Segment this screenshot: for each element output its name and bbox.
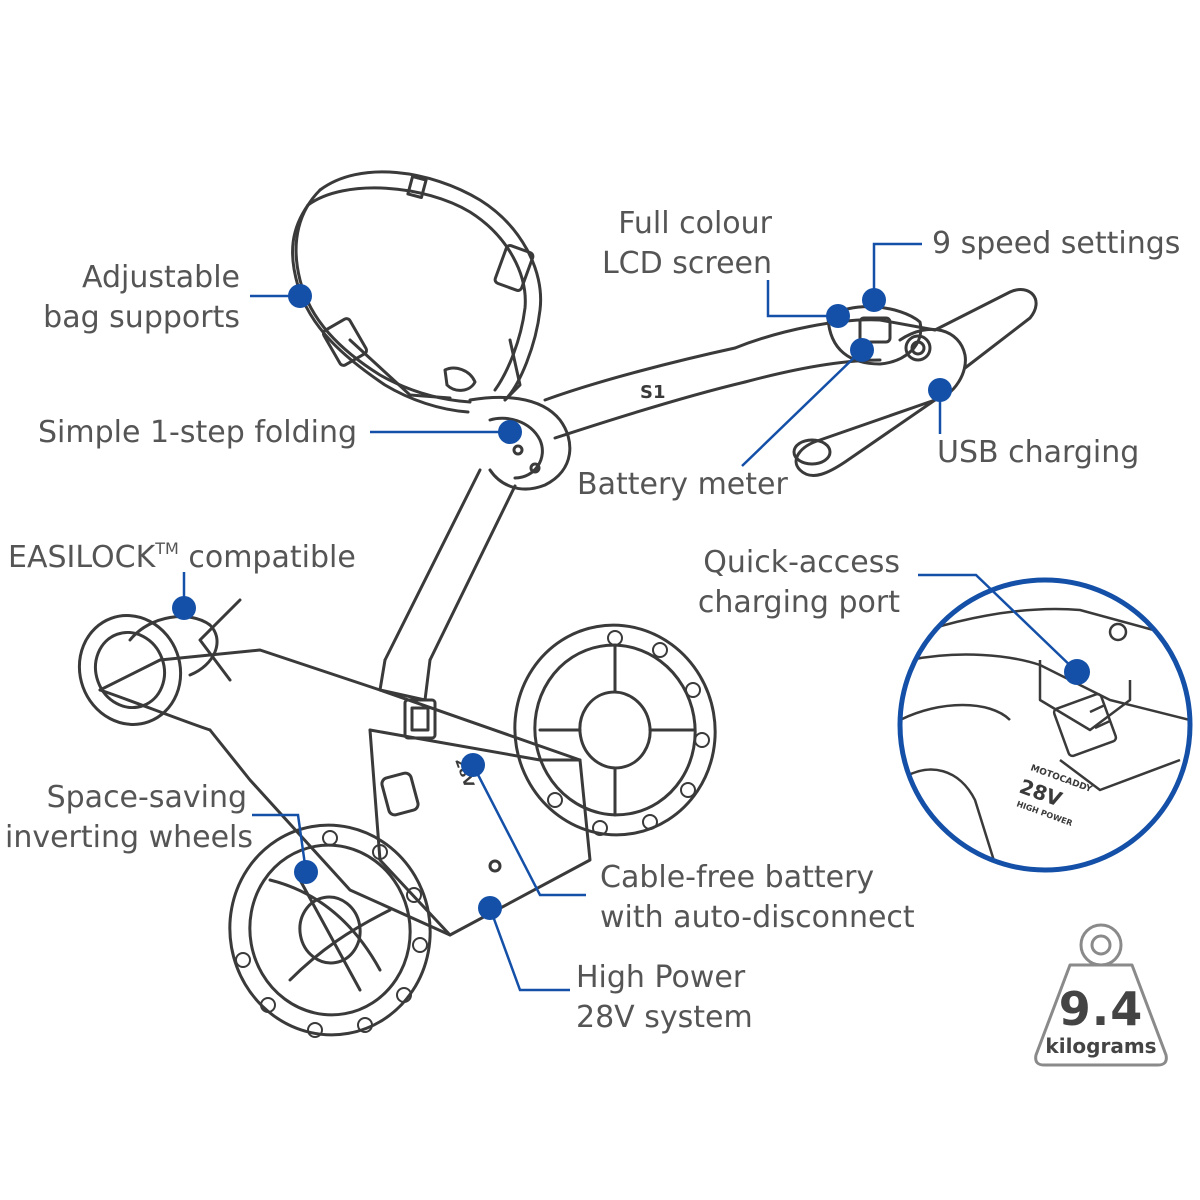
weight-value: 9.4	[1058, 982, 1144, 1036]
label-battery: Cable-free battery with auto-disconnect	[600, 860, 915, 935]
label-wheels: Space-saving inverting wheels	[5, 780, 254, 855]
weight-badge-icon	[1034, 923, 1168, 1067]
inset-ring	[897, 577, 1193, 873]
label-easilock: EASILOCKTM compatible	[8, 539, 356, 575]
handle-logo-text: S1	[640, 382, 666, 403]
front-left-wheel	[228, 823, 432, 1037]
charging-port-inset: MOTOCADDY 28V HIGH POWER	[897, 577, 1193, 873]
label-usb: USB charging	[937, 435, 1140, 470]
fold-hinge	[468, 395, 572, 491]
weight-unit: kilograms	[1045, 1034, 1157, 1058]
label-power: High Power 28V system	[576, 960, 753, 1035]
bag-support-loop	[291, 170, 543, 414]
small-wheel	[77, 614, 183, 726]
label-lcd: Full colour LCD screen	[601, 206, 772, 281]
handle-arm	[543, 288, 1038, 477]
trolley-drawing	[77, 170, 1038, 1037]
callout-dots	[172, 284, 1090, 920]
label-folding: Simple 1-step folding	[38, 415, 357, 450]
tread-pattern	[235, 630, 710, 1038]
label-speed: 9 speed settings	[932, 226, 1181, 261]
rear-right-wheel	[513, 623, 717, 837]
main-stem	[378, 468, 517, 702]
label-battery-meter: Battery meter	[577, 467, 788, 502]
label-bag-supports: Adjustable bag supports	[43, 260, 240, 335]
label-charging-port: Quick-access charging port	[697, 545, 900, 620]
chassis	[98, 598, 592, 937]
leader-lines	[182, 242, 1078, 992]
